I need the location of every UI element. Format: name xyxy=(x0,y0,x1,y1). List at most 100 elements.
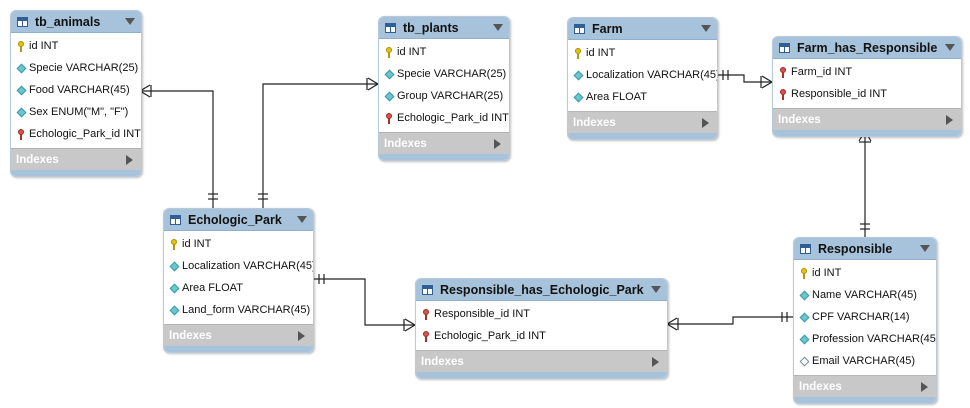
column-label: CPF VARCHAR(14) xyxy=(812,311,910,323)
column-label: Echologic_Park_id INT xyxy=(434,330,546,342)
table-header[interactable]: Responsible_has_Echologic_Park xyxy=(416,279,667,301)
column-row[interactable]: Responsible_id INT xyxy=(416,303,667,325)
indexes-bar[interactable]: Indexes xyxy=(773,108,961,130)
collapse-arrow-icon[interactable] xyxy=(701,25,711,32)
table-farm-has-responsible[interactable]: Farm_has_Responsible Farm_id INT Respons… xyxy=(772,36,962,137)
foreign-key-icon xyxy=(423,308,429,320)
table-header[interactable]: Responsible xyxy=(794,238,936,260)
rel-farmresp-responsible xyxy=(858,130,872,237)
column-label: Echologic_Park_id INT xyxy=(29,128,141,140)
indexes-bar[interactable]: Indexes xyxy=(379,132,509,154)
column-row[interactable]: id INT xyxy=(379,41,509,63)
column-label: Echologic_Park_id INT xyxy=(397,112,509,124)
table-footer xyxy=(416,372,667,378)
column-row[interactable]: Area FLOAT xyxy=(164,277,313,299)
column-label: Profession VARCHAR(45) xyxy=(812,333,937,345)
table-tb-plants[interactable]: tb_plants id INT Specie VARCHAR(25) Grou… xyxy=(378,16,510,161)
column-row[interactable]: Localization VARCHAR(45) xyxy=(568,64,717,86)
column-row[interactable]: id INT xyxy=(794,262,936,284)
column-label: id INT xyxy=(586,47,616,59)
column-diamond-icon xyxy=(573,92,583,102)
column-row[interactable]: id INT xyxy=(164,233,313,255)
primary-key-icon xyxy=(171,238,177,250)
table-footer xyxy=(794,397,936,403)
table-icon xyxy=(422,284,433,295)
column-label: id INT xyxy=(182,238,212,250)
column-row[interactable]: id INT xyxy=(568,42,717,64)
table-responsible[interactable]: Responsible id INT Name VARCHAR(45) CPF … xyxy=(793,237,937,404)
indexes-bar[interactable]: Indexes xyxy=(568,111,717,133)
column-label: Specie VARCHAR(25) xyxy=(29,62,139,74)
column-diamond-icon xyxy=(169,305,179,315)
table-responsible-has-echologic-park[interactable]: Responsible_has_Echologic_Park Responsib… xyxy=(415,278,668,379)
table-title: Farm_has_Responsible xyxy=(797,40,938,55)
column-row[interactable]: Responsible_id INT xyxy=(773,83,961,105)
table-footer xyxy=(164,346,313,352)
table-tb-animals[interactable]: tb_animals id INT Specie VARCHAR(25) Foo… xyxy=(10,10,142,177)
table-icon xyxy=(170,214,181,225)
table-header[interactable]: Echologic_Park xyxy=(164,209,313,231)
table-echologic-park[interactable]: Echologic_Park id INT Localization VARCH… xyxy=(163,208,314,353)
indexes-label: Indexes xyxy=(778,113,821,126)
column-label: id INT xyxy=(812,267,842,279)
expand-arrow-icon[interactable] xyxy=(702,117,709,128)
column-row[interactable]: Email VARCHAR(45) xyxy=(794,350,936,372)
column-diamond-icon xyxy=(169,261,179,271)
column-row[interactable]: Profession VARCHAR(45) xyxy=(794,328,936,350)
table-header[interactable]: tb_plants xyxy=(379,17,509,39)
indexes-bar[interactable]: Indexes xyxy=(164,324,313,346)
table-icon xyxy=(385,22,396,33)
indexes-bar[interactable]: Indexes xyxy=(416,350,667,372)
expand-arrow-icon[interactable] xyxy=(946,114,953,125)
table-title: tb_plants xyxy=(403,20,459,35)
indexes-label: Indexes xyxy=(384,137,427,150)
table-title: Responsible_has_Echologic_Park xyxy=(440,282,644,297)
foreign-key-icon xyxy=(780,88,786,100)
collapse-arrow-icon[interactable] xyxy=(651,286,661,293)
indexes-bar[interactable]: Indexes xyxy=(11,148,141,170)
table-header[interactable]: Farm_has_Responsible xyxy=(773,37,961,59)
column-row[interactable]: Specie VARCHAR(25) xyxy=(379,63,509,85)
column-diamond-icon xyxy=(799,290,809,300)
column-label: Group VARCHAR(25) xyxy=(397,90,504,102)
table-icon xyxy=(779,42,790,53)
column-row[interactable]: CPF VARCHAR(14) xyxy=(794,306,936,328)
table-title: tb_animals xyxy=(35,14,101,29)
table-icon xyxy=(17,16,28,27)
table-header[interactable]: tb_animals xyxy=(11,11,141,33)
column-row[interactable]: Food VARCHAR(45) xyxy=(11,79,141,101)
expand-arrow-icon[interactable] xyxy=(126,154,133,165)
column-row[interactable]: Farm_id INT xyxy=(773,61,961,83)
column-row[interactable]: Group VARCHAR(25) xyxy=(379,85,509,107)
expand-arrow-icon[interactable] xyxy=(921,381,928,392)
table-farm[interactable]: Farm id INT Localization VARCHAR(45) Are… xyxy=(567,17,718,140)
column-label: Land_form VARCHAR(45) xyxy=(182,304,311,316)
column-row[interactable]: Sex ENUM("M", "F") xyxy=(11,101,141,123)
rel-animals-park xyxy=(139,84,218,208)
table-footer xyxy=(379,154,509,160)
expand-arrow-icon[interactable] xyxy=(298,330,305,341)
collapse-arrow-icon[interactable] xyxy=(920,245,930,252)
collapse-arrow-icon[interactable] xyxy=(493,24,503,31)
column-row[interactable]: Area FLOAT xyxy=(568,86,717,108)
column-row[interactable]: id INT xyxy=(11,35,141,57)
column-row[interactable]: Localization VARCHAR(45) xyxy=(164,255,313,277)
column-row[interactable]: Echologic_Park_id INT xyxy=(11,123,141,145)
column-row[interactable]: Echologic_Park_id INT xyxy=(416,325,667,347)
column-label: Localization VARCHAR(45) xyxy=(182,260,314,272)
indexes-bar[interactable]: Indexes xyxy=(794,375,936,397)
collapse-arrow-icon[interactable] xyxy=(945,44,955,51)
column-row[interactable]: Specie VARCHAR(25) xyxy=(11,57,141,79)
foreign-key-icon xyxy=(780,66,786,78)
collapse-arrow-icon[interactable] xyxy=(297,216,307,223)
expand-arrow-icon[interactable] xyxy=(652,356,659,367)
column-row[interactable]: Name VARCHAR(45) xyxy=(794,284,936,306)
table-header[interactable]: Farm xyxy=(568,18,717,40)
expand-arrow-icon[interactable] xyxy=(494,138,501,149)
table-icon xyxy=(800,243,811,254)
column-diamond-icon xyxy=(169,283,179,293)
table-footer xyxy=(11,170,141,176)
collapse-arrow-icon[interactable] xyxy=(125,18,135,25)
column-row[interactable]: Land_form VARCHAR(45) xyxy=(164,299,313,321)
column-row[interactable]: Echologic_Park_id INT xyxy=(379,107,509,129)
